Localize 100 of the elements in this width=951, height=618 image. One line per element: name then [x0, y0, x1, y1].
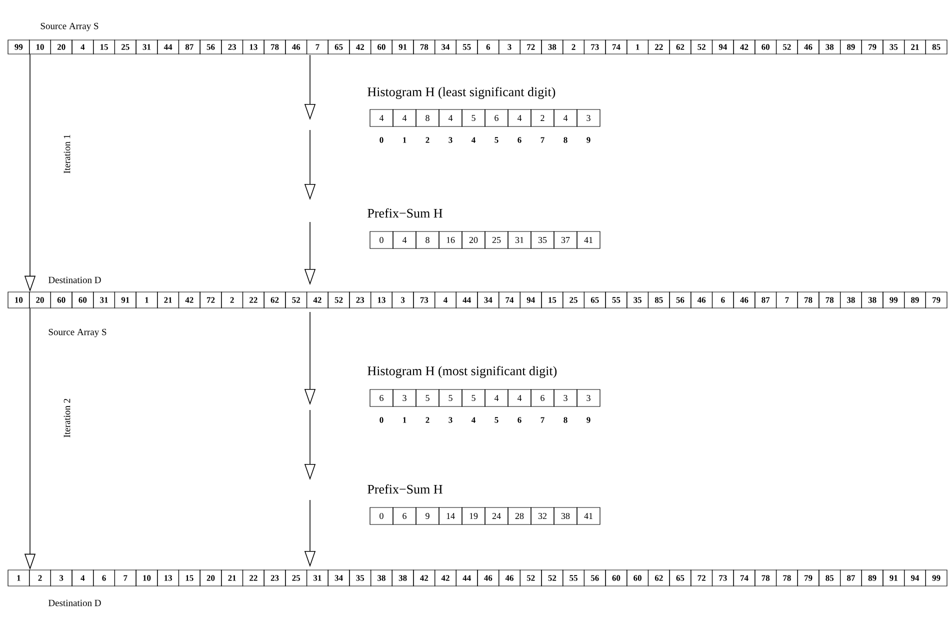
array-cell: 87	[840, 570, 862, 586]
array-cell: 4	[72, 40, 94, 54]
array-heading: Source Array S	[48, 328, 106, 338]
array-cell: 34	[434, 40, 456, 54]
histogram-cell: 2	[530, 109, 554, 127]
index-label: 0	[380, 417, 384, 423]
array-cell: 73	[712, 570, 734, 586]
histogram-cell: 38	[554, 507, 578, 525]
histogram-cell: 4	[484, 389, 508, 407]
array-cell: 91	[392, 40, 414, 54]
array-cell: 73	[413, 292, 436, 308]
array-cell: 20	[50, 40, 72, 54]
array-cell: 1	[626, 40, 649, 54]
array-cell: 46	[733, 292, 756, 308]
histogram-heading: Histogram H (least significant digit)	[368, 87, 556, 99]
index-label: 2	[426, 417, 430, 423]
array-cell: 46	[498, 570, 520, 586]
array-cell: 42	[733, 40, 756, 54]
array-cell: 74	[733, 570, 756, 586]
histogram-cell: 14	[438, 507, 462, 525]
index-label: 7	[540, 137, 544, 143]
array-cell: 85	[648, 292, 670, 308]
histogram-cell: 5	[462, 109, 486, 127]
array-cell: 38	[818, 40, 841, 54]
histogram-cell: 6	[484, 109, 508, 127]
histogram-cell: 31	[508, 231, 532, 249]
histogram-cell: 25	[484, 231, 508, 249]
array-cell: 35	[626, 292, 649, 308]
array-cell: 94	[712, 40, 734, 54]
array-cell: 2	[562, 40, 584, 54]
histogram-heading: Histogram H (most significant digit)	[368, 366, 557, 378]
histogram-cell: 8	[416, 109, 440, 127]
index-label: 3	[448, 137, 452, 143]
array-cell: 94	[904, 570, 926, 586]
array-cell: 87	[178, 40, 200, 54]
array-cell: 52	[690, 40, 713, 54]
array-cell: 85	[818, 570, 841, 586]
index-label: 0	[380, 137, 384, 143]
array-cell: 89	[861, 570, 884, 586]
histogram-cell: 37	[554, 231, 578, 249]
index-label: 4	[472, 417, 476, 423]
edge-label: Iteration 1	[62, 133, 72, 175]
array-cell: 6	[712, 292, 734, 308]
histogram-cell: 35	[530, 231, 554, 249]
array-cell: 79	[797, 570, 820, 586]
histogram-cell: 5	[416, 389, 440, 407]
array-cell: 56	[200, 40, 222, 54]
histogram-cell: 4	[392, 109, 416, 127]
array-cell: 87	[754, 292, 777, 308]
histogram-cell: 3	[576, 109, 600, 127]
index-label: 6	[518, 417, 522, 423]
array-cell: 23	[221, 40, 244, 54]
histogram-cell: 4	[508, 109, 532, 127]
array-cell: 55	[456, 40, 478, 54]
array-cell: 34	[477, 292, 500, 308]
histogram-cell: 5	[462, 389, 486, 407]
array-cell: 22	[648, 40, 670, 54]
array-cell: 62	[264, 292, 286, 308]
array-cell: 20	[29, 292, 51, 308]
edge-label: Iteration 2	[62, 397, 72, 439]
array-cell: 99	[8, 40, 30, 54]
array-heading: Destination D	[48, 276, 101, 284]
array-cell: 1	[8, 570, 30, 586]
array-cell: 3	[50, 570, 72, 586]
array-cell: 60	[50, 292, 72, 308]
array-cell: 7	[306, 40, 328, 54]
index-label: 1	[403, 137, 406, 143]
array-cell: 25	[285, 570, 308, 586]
histogram-cell: 9	[416, 507, 440, 525]
array-cell: 21	[157, 292, 180, 308]
histogram-cell: 4	[508, 389, 532, 407]
array-cell: 60	[72, 292, 94, 308]
array-cell: 34	[328, 570, 350, 586]
histogram-cell: 3	[554, 389, 578, 407]
histogram-heading: Prefix−Sum H	[368, 208, 442, 218]
array-cell: 13	[242, 40, 264, 54]
histogram-cell: 41	[576, 231, 600, 249]
array-cell: 72	[690, 570, 713, 586]
array-cell: 62	[648, 570, 670, 586]
array-cell: 23	[264, 570, 286, 586]
array-cell: 10	[29, 40, 51, 54]
array-cell: 56	[669, 292, 692, 308]
histogram-cell: 4	[370, 109, 394, 127]
histogram-cell: 5	[438, 389, 462, 407]
histogram-cell: 4	[392, 231, 416, 249]
array-cell: 78	[264, 40, 286, 54]
array-cell: 55	[562, 570, 584, 586]
array-cell: 38	[541, 40, 564, 54]
array-cell: 78	[797, 292, 820, 308]
histogram-cell: 32	[530, 507, 554, 525]
array-cell: 44	[157, 40, 180, 54]
array-cell: 6	[93, 570, 115, 586]
array-cell: 42	[413, 570, 436, 586]
array-cell: 44	[456, 570, 478, 586]
array-cell: 15	[93, 40, 115, 54]
histogram-cell: 3	[576, 389, 600, 407]
array-cell: 99	[925, 570, 948, 586]
array-cell: 42	[349, 40, 372, 54]
array-cell: 15	[541, 292, 564, 308]
histogram-cell: 41	[576, 507, 600, 525]
